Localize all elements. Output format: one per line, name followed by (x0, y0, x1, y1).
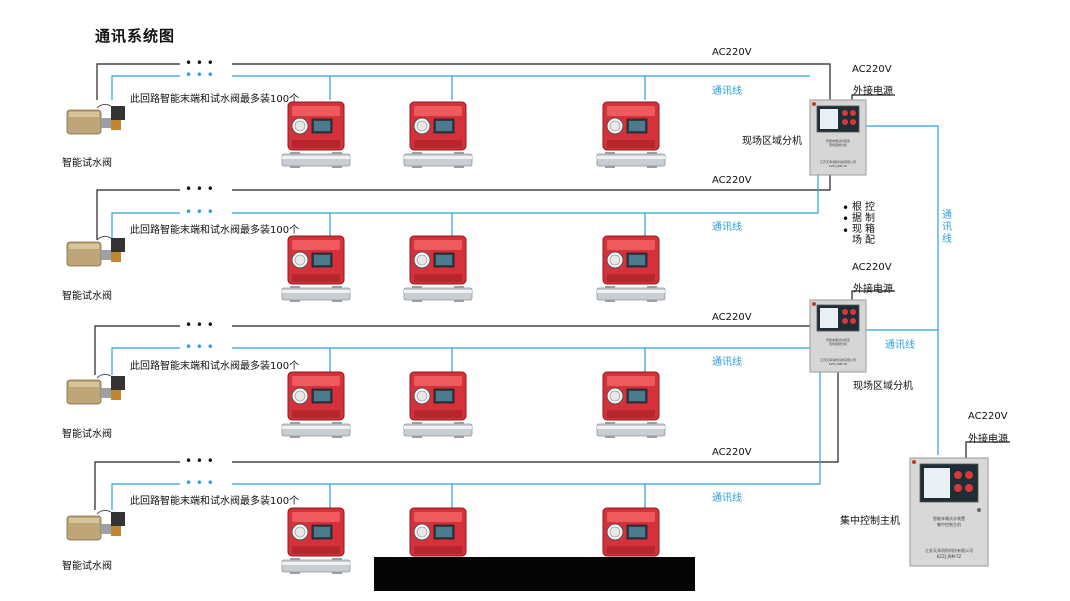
row-1-devices (66, 101, 666, 169)
ellipsis-dots: • • • (185, 205, 214, 219)
field-unit-panel-line: 现场控制分机 (829, 142, 847, 147)
config-char: 场 (852, 235, 862, 246)
comm-line-label: 通讯线 (712, 86, 742, 97)
ac-power-label: AC220V (712, 47, 752, 58)
field-unit-panel-line: KZFJ-JNM-TZ (829, 164, 847, 168)
smart-terminal-icon (596, 371, 666, 439)
config-char: 控 (865, 202, 875, 213)
ellipsis-dots: • • • (185, 56, 214, 70)
ac-power-label: AC220V (968, 411, 1008, 422)
loop-capacity-note: 此回路智能末端和试水阀最多装100个 (130, 361, 300, 372)
comm-line-vertical-label: 通 讯 线 (941, 210, 953, 246)
smart-terminal-icon (596, 101, 666, 169)
smart-terminal-icon (596, 235, 666, 303)
comm-line-label: 通讯线 (712, 493, 742, 504)
comm-char: 线 (942, 234, 952, 245)
test-valve-label: 智能试水阀 (62, 429, 112, 440)
ac-power-label: AC220V (852, 64, 892, 75)
field-unit-label: 现场区域分机 (853, 381, 913, 392)
comm-char: 通 (942, 210, 952, 221)
comm-line-label: 通讯线 (712, 222, 742, 233)
config-char: 据 (852, 213, 862, 224)
ellipsis-dots: • • • (185, 454, 214, 468)
host-panel-line: 智能末端试水装置 (933, 515, 965, 521)
config-char: 箱 (865, 224, 875, 235)
test-valve-label: 智能试水阀 (62, 561, 112, 572)
field-unit-panel-line: 智能末端试水装置 (826, 337, 850, 342)
comm-char: 讯 (942, 222, 952, 233)
ellipsis-dots: • • • (185, 182, 214, 196)
central-host-box: 智能末端试水装置 集中控制主机 江苏天泽消防科技有限公司 KZZJ-JNM-TZ (909, 457, 989, 567)
smart-terminal-icon (281, 235, 351, 303)
field-unit-box-1: 智能末端试水装置 现场控制分机 江苏天泽消防科技有限公司 KZFJ-JNM-TZ (809, 99, 867, 176)
black-bar (374, 557, 695, 591)
field-unit-panel-line: 现场控制分机 (829, 341, 847, 346)
smart-terminal-icon (281, 371, 351, 439)
bullet: • (842, 201, 850, 215)
field-unit-label: 现场区域分机 (742, 136, 802, 147)
config-char: 根 (852, 202, 862, 213)
test-valve-icon (66, 103, 126, 135)
smart-terminal-icon (281, 101, 351, 169)
config-note-col-a: 根 据 现 场 (851, 202, 863, 246)
comm-lines (111, 75, 939, 510)
ac-power-label: AC220V (712, 312, 752, 323)
loop-capacity-note: 此回路智能末端和试水阀最多装100个 (130, 496, 300, 507)
ellipsis-dots: • • • (185, 340, 214, 354)
config-char: 配 (865, 235, 875, 246)
field-unit-panel-line: 智能末端试水装置 (826, 138, 850, 143)
smart-terminal-icon (403, 235, 473, 303)
ellipsis-dots: • • • (185, 476, 214, 490)
bullet: • (842, 212, 850, 226)
config-bullets: • • • (842, 201, 850, 238)
field-unit-panel-line: 江苏天泽消防科技有限公司 (820, 357, 856, 362)
host-panel-line: KZZJ-JNM-TZ (937, 554, 962, 559)
external-power-label: 外接电源 (968, 434, 1008, 445)
smart-terminal-icon (403, 101, 473, 169)
test-valve-label: 智能试水阀 (62, 291, 112, 302)
config-note-col-b: 控 制 箱 配 (864, 202, 876, 246)
external-power-label: 外接电源 (853, 284, 893, 295)
row-2-devices (66, 235, 666, 303)
bullet: • (842, 224, 850, 238)
loop-capacity-note: 此回路智能末端和试水阀最多装100个 (130, 94, 300, 105)
smart-terminal-icon (403, 371, 473, 439)
host-panel-line: 江苏天泽消防科技有限公司 (925, 547, 973, 553)
ellipsis-dots: • • • (185, 68, 214, 82)
comm-line-label: 通讯线 (885, 340, 915, 351)
test-valve-icon (66, 509, 126, 541)
config-char: 现 (852, 224, 862, 235)
test-valve-icon (66, 235, 126, 267)
comm-line-label: 通讯线 (712, 357, 742, 368)
ac-power-label: AC220V (852, 262, 892, 273)
diagram-title: 通讯系统图 (95, 27, 176, 45)
row-3-devices (66, 371, 666, 439)
host-panel-line: 集中控制主机 (937, 521, 961, 527)
central-host-label: 集中控制主机 (840, 516, 900, 527)
test-valve-label: 智能试水阀 (62, 158, 112, 169)
config-char: 制 (865, 213, 875, 224)
power-lines (94, 63, 1010, 510)
smart-terminal-icon (281, 507, 351, 575)
external-power-label: 外接电源 (853, 86, 893, 97)
field-unit-box-2: 智能末端试水装置 现场控制分机 江苏天泽消防科技有限公司 KZFJ-JNM-TZ (809, 299, 867, 373)
field-unit-panel-line: 江苏天泽消防科技有限公司 (820, 159, 856, 164)
ac-power-label: AC220V (712, 447, 752, 458)
ac-power-label: AC220V (712, 175, 752, 186)
ellipsis-dots: • • • (185, 318, 214, 332)
test-valve-icon (66, 373, 126, 405)
field-unit-panel-line: KZFJ-JNM-TZ (829, 362, 847, 366)
loop-capacity-note: 此回路智能末端和试水阀最多装100个 (130, 225, 300, 236)
